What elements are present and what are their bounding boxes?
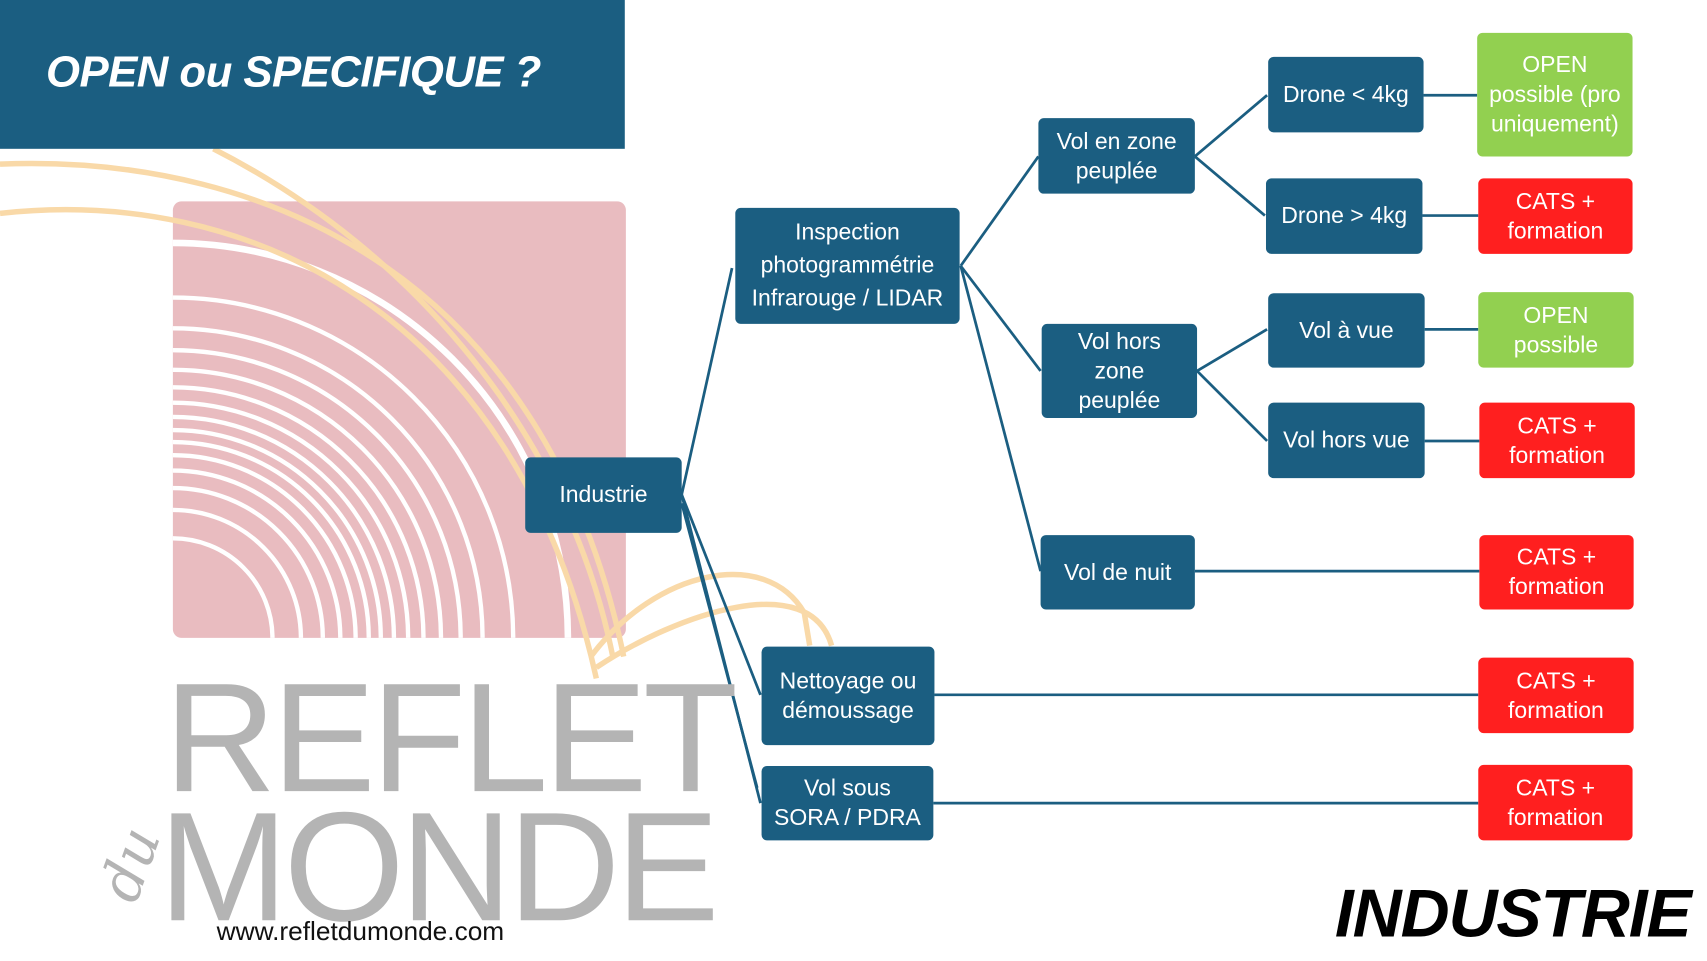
connector: [959, 155, 1040, 267]
outcome-cats: CATS + formation: [1479, 535, 1634, 610]
logo-monde: MONDE: [158, 780, 720, 955]
outcome-open-pro: OPEN possible (pro uniquement): [1477, 32, 1633, 157]
node-sora: Vol sous SORA / PDRA: [761, 765, 934, 841]
outcome-open: OPEN possible: [1478, 292, 1634, 368]
node-drone-gt-4kg: Drone > 4kg: [1265, 178, 1423, 254]
outcome-cats: CATS + formation: [1478, 657, 1634, 734]
outcome-cats: CATS + formation: [1478, 178, 1633, 254]
outcome-cats: CATS + formation: [1478, 764, 1633, 841]
node-vol-a-vue: Vol à vue: [1268, 293, 1425, 368]
page-title: OPEN ou SPECIFIQUE ?: [45, 48, 541, 97]
website-url[interactable]: www.refletdumonde.com: [216, 916, 505, 947]
node-nuit: Vol de nuit: [1040, 535, 1195, 610]
connector: [1193, 155, 1266, 217]
connector: [959, 265, 1042, 572]
connector: [1196, 369, 1269, 442]
logo-pink-square: [172, 201, 626, 638]
node-hors-zone: Vol hors zone peuplée: [1041, 323, 1198, 418]
connector: [680, 502, 759, 789]
node-nettoyage: Nettoyage ou démoussage: [761, 646, 935, 746]
connector: [680, 267, 734, 495]
node-industrie: Industrie: [525, 457, 682, 533]
logo-reflet: REFLET: [164, 651, 738, 826]
connector: [680, 494, 762, 696]
node-zone-peuplee: Vol en zone peuplée: [1038, 118, 1195, 194]
node-vol-hors-vue: Vol hors vue: [1268, 402, 1425, 479]
tree-connectors: [680, 93, 1480, 805]
node-inspection: Inspection photogrammétrie Infrarouge / …: [735, 207, 960, 324]
title-banner: OPEN ou SPECIFIQUE ?: [0, 0, 625, 149]
node-drone-lt-4kg: Drone < 4kg: [1268, 56, 1424, 133]
outcome-cats: CATS + formation: [1479, 402, 1635, 479]
connector: [1193, 94, 1268, 158]
section-title-industrie: INDUSTRIE: [1334, 876, 1692, 952]
connector: [1196, 328, 1268, 373]
connector: [959, 265, 1042, 372]
